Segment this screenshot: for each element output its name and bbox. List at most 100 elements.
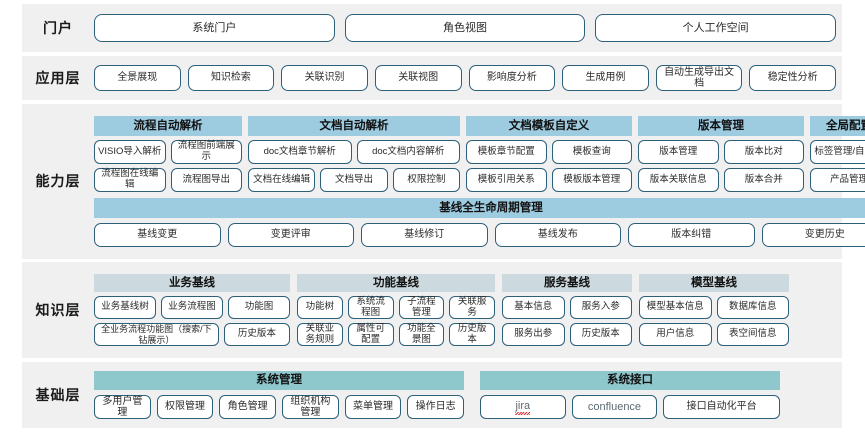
capability-item[interactable]: 模板引用关系: [466, 168, 547, 192]
group-title: 版本管理: [638, 116, 804, 136]
group-row: 版本管理 版本比对: [638, 140, 804, 164]
knowledge-item[interactable]: 服务出参: [502, 323, 565, 346]
base-item[interactable]: 操作日志: [407, 395, 465, 419]
knowledge-item[interactable]: 基本信息: [502, 296, 565, 319]
layer-label-portal: 门户: [43, 19, 73, 36]
knowledge-item[interactable]: 表空间信息: [716, 323, 789, 346]
knowledge-group: 服务基线 基本信息 服务入参 服务出参 历史版本: [502, 274, 632, 346]
group-row: 模板章节配置 模板查询: [466, 140, 632, 164]
knowledge-item[interactable]: 数据库信息: [716, 296, 789, 319]
knowledge-item[interactable]: 全业务流程功能图（搜索/下钻展示）: [94, 323, 219, 346]
capability-item[interactable]: 版本管理: [638, 140, 719, 164]
jira-logo: jira: [515, 400, 531, 415]
knowledge-item[interactable]: 业务流程图: [161, 296, 223, 319]
capability-item[interactable]: 版本合并: [723, 168, 804, 192]
capability-item[interactable]: 文档导出: [320, 168, 388, 192]
base-item[interactable]: 菜单管理: [344, 395, 402, 419]
group-row: 业务基线树 业务流程图 功能图: [94, 296, 290, 319]
capability-item[interactable]: 权限控制: [392, 168, 460, 192]
base-item[interactable]: 角色管理: [219, 395, 277, 419]
group-row: 文档在线编辑 文档导出 权限控制: [248, 168, 460, 192]
application-item[interactable]: 影响度分析: [468, 65, 556, 91]
capability-item[interactable]: 流程图前端展示: [170, 140, 242, 164]
capability-group: 版本管理 版本管理 版本比对 版本关联信息 版本合并: [638, 116, 804, 192]
application-item[interactable]: 全景展现: [94, 65, 181, 91]
capability-item[interactable]: 文档在线编辑: [248, 168, 316, 192]
confluence-interface-item[interactable]: confluence: [571, 395, 658, 419]
baseline-item[interactable]: 基线修订: [361, 223, 488, 247]
application-item[interactable]: 知识检索: [187, 65, 275, 91]
portal-item[interactable]: 角色视图: [344, 14, 586, 42]
group-row: 全业务流程功能图（搜索/下钻展示） 历史版本: [94, 323, 290, 346]
application-item[interactable]: 稳定性分析: [749, 65, 836, 91]
capability-item[interactable]: 模板版本管理: [551, 168, 632, 192]
knowledge-item[interactable]: 模型基本信息: [639, 296, 712, 319]
portal-item[interactable]: 系统门户: [94, 14, 335, 42]
group-row: 基本信息 服务入参: [502, 296, 632, 319]
capability-item[interactable]: 模板章节配置: [466, 140, 547, 164]
group-row: 标签管理/自定义: [810, 140, 865, 164]
capability-group: 流程自动解析 VISIO导入解析 流程图前端展示 流程图在线编辑 流程图导出: [94, 116, 242, 192]
knowledge-item[interactable]: 关联业务规则: [297, 323, 343, 346]
knowledge-item[interactable]: 属性可配置: [347, 323, 394, 346]
capability-item[interactable]: doc文档内容解析: [356, 140, 460, 164]
group-row: 版本关联信息 版本合并: [638, 168, 804, 192]
capability-item[interactable]: 标签管理/自定义: [810, 140, 865, 164]
capability-item[interactable]: doc文档章节解析: [248, 140, 352, 164]
layer-label-knowledge: 知识层: [35, 301, 81, 318]
base-item[interactable]: 权限管理: [156, 395, 214, 419]
knowledge-item[interactable]: 功能全景图: [398, 323, 445, 346]
capability-item[interactable]: VISIO导入解析: [94, 140, 166, 164]
layer-body-base: 系统管理 多用户管理 权限管理 角色管理 组织机构管理 菜单管理 操作日志 系统…: [94, 367, 842, 423]
knowledge-item[interactable]: 服务入参: [569, 296, 632, 319]
group-row: jira confluence 接口自动化平台: [480, 395, 780, 419]
layer-application: 应用层 全景展现 知识检索 关联识别 关联视图 影响度分析 生成用例 自动生成导…: [22, 56, 842, 100]
knowledge-item[interactable]: 历史版本: [449, 323, 495, 346]
group-rows: 基本信息 服务入参 服务出参 历史版本: [502, 296, 632, 346]
portal-item[interactable]: 个人工作空间: [595, 14, 837, 42]
knowledge-item[interactable]: 历史版本: [223, 323, 290, 346]
baseline-item[interactable]: 基线发布: [494, 223, 621, 247]
knowledge-item[interactable]: 业务基线树: [94, 296, 156, 319]
capability-item[interactable]: 版本比对: [723, 140, 804, 164]
baseline-item[interactable]: 变更历史: [761, 223, 865, 247]
application-item[interactable]: 生成用例: [562, 65, 649, 91]
capability-group: 全局配置 标签管理/自定义 产品管理: [810, 116, 865, 192]
capability-item[interactable]: 模板查询: [551, 140, 632, 164]
group-row: 多用户管理 权限管理 角色管理 组织机构管理 菜单管理 操作日志: [94, 395, 465, 419]
capability-item[interactable]: 流程图导出: [170, 168, 242, 192]
group-row: 服务出参 历史版本: [502, 323, 632, 346]
capability-item[interactable]: 版本关联信息: [638, 168, 719, 192]
group-rows: 业务基线树 业务流程图 功能图 全业务流程功能图（搜索/下钻展示） 历史版本: [94, 296, 290, 346]
group-rows: VISIO导入解析 流程图前端展示 流程图在线编辑 流程图导出: [94, 140, 242, 192]
base-group-system-management: 系统管理 多用户管理 权限管理 角色管理 组织机构管理 菜单管理 操作日志: [94, 371, 465, 419]
layer-label-capability: 能力层: [35, 173, 81, 190]
group-title: 文档自动解析: [248, 116, 460, 136]
baseline-item[interactable]: 变更评审: [227, 223, 354, 247]
group-rows: 模板章节配置 模板查询 模板引用关系 模板版本管理: [466, 140, 632, 192]
baseline-item[interactable]: 版本纠错: [628, 223, 755, 247]
base-item[interactable]: 组织机构管理: [282, 395, 339, 419]
capability-item[interactable]: 流程图在线编辑: [94, 168, 166, 192]
knowledge-item[interactable]: 系统流程图: [347, 296, 394, 319]
capability-group-list: 流程自动解析 VISIO导入解析 流程图前端展示 流程图在线编辑 流程图导出 文…: [94, 116, 865, 192]
knowledge-item[interactable]: 功能图: [228, 296, 290, 319]
application-item[interactable]: 自动生成导出文档: [655, 65, 743, 91]
capability-item[interactable]: 产品管理: [810, 168, 865, 192]
base-item[interactable]: 多用户管理: [94, 395, 151, 419]
group-rows: doc文档章节解析 doc文档内容解析 文档在线编辑 文档导出 权限控制: [248, 140, 460, 192]
group-row: 用户信息 表空间信息: [639, 323, 789, 346]
knowledge-item[interactable]: 历史版本: [569, 323, 632, 346]
application-item[interactable]: 关联视图: [374, 65, 462, 91]
baseline-item[interactable]: 基线变更: [94, 223, 221, 247]
capability-group: 文档自动解析 doc文档章节解析 doc文档内容解析 文档在线编辑 文档导出 权…: [248, 116, 460, 192]
jira-interface-item[interactable]: jira: [480, 395, 566, 419]
group-row: 关联业务规则 属性可配置 功能全景图 历史版本: [297, 323, 495, 346]
knowledge-item[interactable]: 关联服务: [449, 296, 495, 319]
application-item[interactable]: 关联识别: [281, 65, 368, 91]
knowledge-item[interactable]: 子流程管理: [398, 296, 445, 319]
base-item[interactable]: 接口自动化平台: [663, 395, 780, 419]
layer-label-base: 基础层: [35, 386, 81, 403]
knowledge-item[interactable]: 功能树: [297, 296, 343, 319]
knowledge-item[interactable]: 用户信息: [639, 323, 712, 346]
